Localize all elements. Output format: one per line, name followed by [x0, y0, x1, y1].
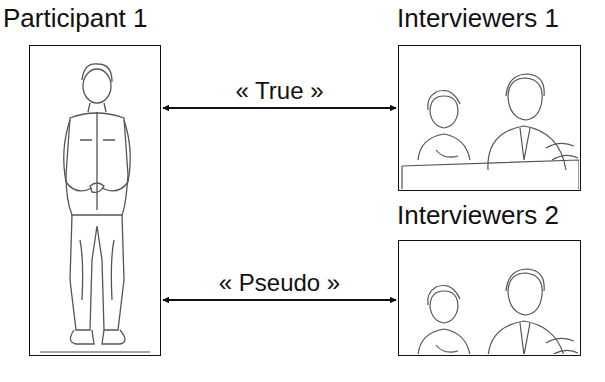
panel-heading: Participant 1: [3, 3, 148, 33]
picture-panel: Interviewers 1: [395, 0, 605, 192]
edge-label: « True »: [232, 77, 326, 105]
picture-frame: [398, 45, 581, 191]
panel-heading: Interviewers 1: [397, 3, 559, 33]
picture-frame: [398, 240, 581, 356]
panel-heading: Interviewers 2: [397, 200, 559, 230]
edge-label: « Pseudo »: [216, 269, 343, 297]
interviewers-sketch: [402, 74, 579, 189]
standing-participant-sketch: [40, 64, 150, 352]
double-arrow: [163, 299, 396, 301]
double-arrow: [163, 107, 396, 109]
interviewers-sketch: [402, 269, 579, 354]
picture-frame: [29, 45, 161, 356]
picture-panel: Interviewers 2: [395, 198, 605, 358]
picture-panel: Participant 1: [0, 0, 170, 360]
